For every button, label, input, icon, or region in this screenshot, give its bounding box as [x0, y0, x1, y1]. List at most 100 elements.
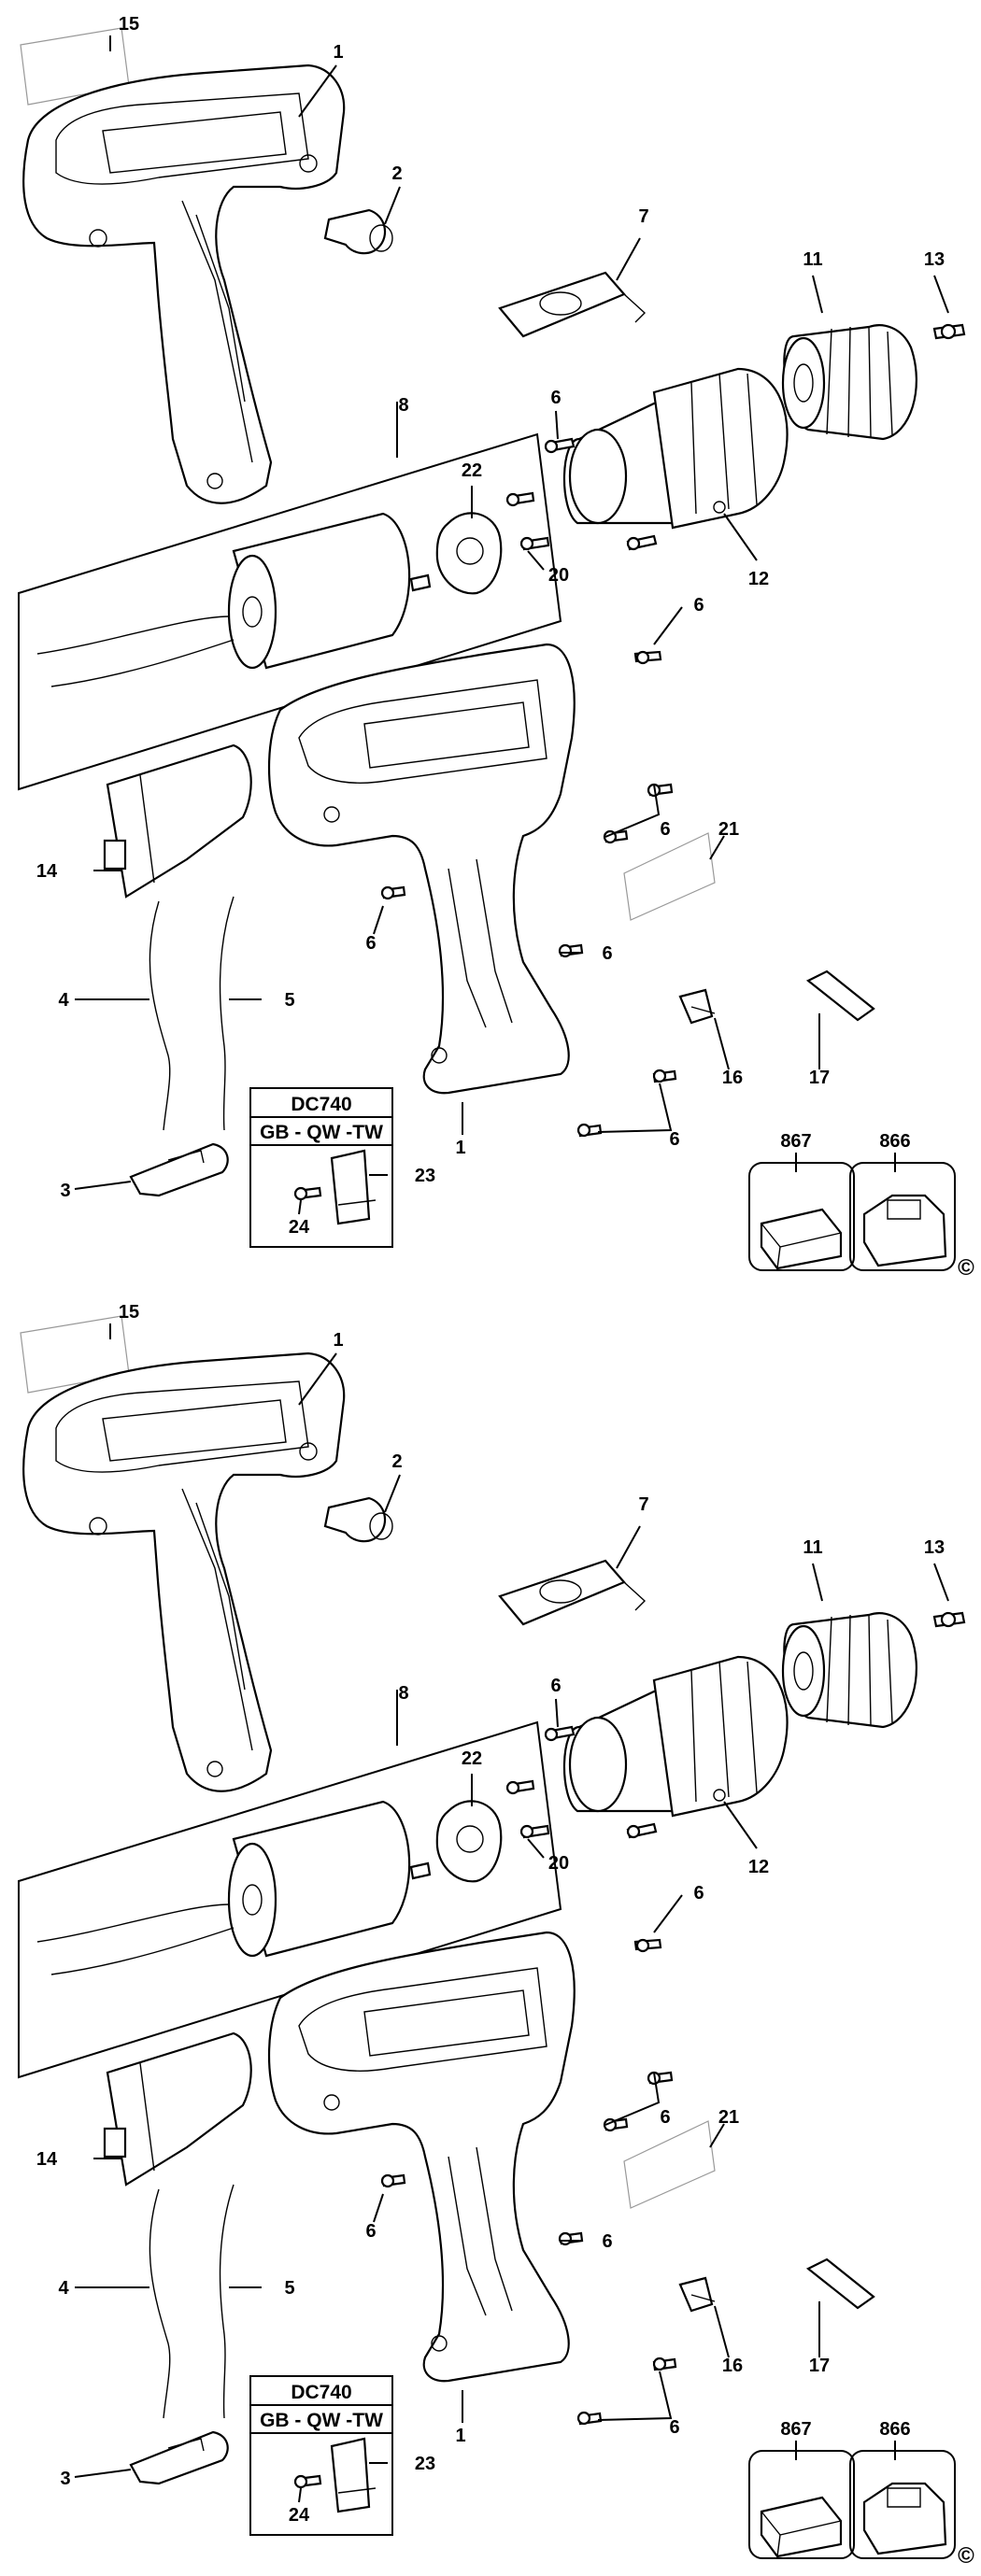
battery-pack-866: [849, 2450, 956, 2559]
callout-8: 8: [398, 395, 408, 416]
part-4-wire: [149, 2188, 171, 2419]
callout-3: 3: [60, 1181, 70, 1201]
callout-14: 14: [36, 861, 58, 882]
callout-6-c: 6: [660, 819, 670, 840]
screws-6-gearbox: [544, 1725, 662, 1953]
callout-6-e: 6: [602, 2231, 612, 2252]
copyright-mark: ©: [958, 2543, 974, 2569]
battery-charger-867: [748, 2450, 855, 2559]
callout-2: 2: [391, 163, 402, 184]
callout-1: 1: [333, 1330, 343, 1351]
callout-6-b: 6: [693, 1883, 704, 1904]
part-17-belt-hook: [805, 970, 875, 1022]
part-5-wire: [219, 2184, 235, 2419]
part-1-housing-right: [267, 643, 576, 1095]
part-12-gearbox-clutch: [562, 1655, 789, 1818]
callout-14: 14: [36, 2149, 58, 2170]
callout-6-d: 6: [365, 933, 376, 954]
callout-11: 11: [803, 1537, 822, 1558]
part-21-label-card: [623, 2120, 716, 2209]
part-17-belt-hook: [805, 2258, 875, 2310]
callout-867: 867: [780, 2419, 811, 2440]
part-1-housing-right: [267, 1931, 576, 2383]
callout-5: 5: [284, 2278, 294, 2299]
callout-15: 15: [119, 1302, 139, 1323]
callout-5: 5: [284, 990, 294, 1011]
callout-17: 17: [809, 2356, 830, 2376]
model-number: DC740: [291, 1094, 351, 1115]
part-14-switch-module: [103, 743, 252, 899]
callout-1-b: 1: [455, 2426, 465, 2446]
callout-6-f: 6: [669, 1129, 679, 1150]
callout-21: 21: [718, 2107, 739, 2128]
screws-6-gearbox: [544, 437, 662, 665]
callout-17: 17: [809, 1068, 830, 1088]
callout-6-a: 6: [550, 1676, 561, 1696]
part-22-motor-plate: [435, 512, 503, 595]
callout-12: 12: [748, 569, 769, 589]
callout-6-f: 6: [669, 2417, 679, 2438]
callout-866: 866: [879, 2419, 910, 2440]
callout-6-a: 6: [550, 388, 561, 408]
model-box: DC740 GB - QW -TW: [249, 1087, 393, 1248]
callout-8: 8: [398, 1683, 408, 1704]
callout-13: 13: [924, 249, 945, 270]
model-regions: GB - QW -TW: [260, 2410, 383, 2431]
callout-12: 12: [748, 1857, 769, 1877]
callout-7: 7: [638, 206, 648, 227]
callout-13: 13: [924, 1537, 945, 1558]
callout-6-b: 6: [693, 595, 704, 616]
callout-15: 15: [119, 14, 139, 35]
part-20-motor-screws: [505, 1779, 550, 1839]
callout-7: 7: [638, 1494, 648, 1515]
callout-24: 24: [289, 2505, 310, 2526]
part-7-speed-slider: [498, 1559, 647, 1626]
part-5-wire: [219, 896, 235, 1131]
model-regions: GB - QW -TW: [260, 1122, 383, 1143]
callout-labels: 15 1 2 7 11 13 6 8 22 20 12 6 6 14 21 6 …: [36, 1302, 974, 2569]
callout-20: 20: [548, 1853, 569, 1874]
model-box: DC740 GB - QW -TW: [249, 2375, 393, 2536]
part-13-chuck-screw: [932, 323, 966, 340]
part-14-switch-module: [103, 2031, 252, 2187]
callout-3: 3: [60, 2469, 70, 2489]
exploded-parts-diagram: DC740 GB - QW -TW: [18, 14, 974, 1281]
part-4-wire: [149, 900, 171, 1131]
callout-21: 21: [718, 819, 739, 840]
part-1-housing-left: [22, 64, 346, 504]
callout-16: 16: [722, 1068, 743, 1088]
callout-23: 23: [415, 2454, 435, 2474]
part-13-chuck-screw: [932, 1611, 966, 1628]
part-3-latch: [129, 2430, 229, 2485]
callout-4: 4: [58, 990, 69, 1011]
part-21-label-card: [623, 832, 716, 921]
callout-22: 22: [462, 1748, 482, 1769]
part-20-motor-screws: [505, 491, 550, 551]
part-11-chuck: [781, 1612, 917, 1729]
part-8-motor-assembly: [18, 1720, 562, 2079]
part-8-motor-assembly: [18, 432, 562, 791]
callout-867: 867: [780, 1131, 811, 1152]
leader-lines: [74, 35, 949, 1215]
callout-6-e: 6: [602, 943, 612, 964]
battery-pack-866: [849, 1162, 956, 1271]
part-2-switch: [323, 1496, 393, 1543]
callout-1: 1: [333, 42, 343, 63]
callout-11: 11: [803, 249, 822, 270]
exploded-parts-diagram: DC740 GB - QW -TW: [18, 1302, 974, 2569]
callout-22: 22: [462, 460, 482, 481]
battery-charger-867: [748, 1162, 855, 1271]
callout-4: 4: [58, 2278, 69, 2299]
part-12-gearbox-clutch: [562, 367, 789, 530]
callout-6-d: 6: [365, 2221, 376, 2242]
leader-lines: [74, 1323, 949, 2503]
callout-866: 866: [879, 1131, 910, 1152]
part-1-housing-left: [22, 1352, 346, 1792]
callout-23: 23: [415, 1166, 435, 1186]
callout-16: 16: [722, 2356, 743, 2376]
copyright-mark: ©: [958, 1255, 974, 1281]
sheet-1: DC740 GB - QW -TW: [18, 14, 974, 1281]
callout-24: 24: [289, 1217, 310, 1238]
part-16-clip: [678, 988, 716, 1025]
part-22-motor-plate: [435, 1800, 503, 1883]
